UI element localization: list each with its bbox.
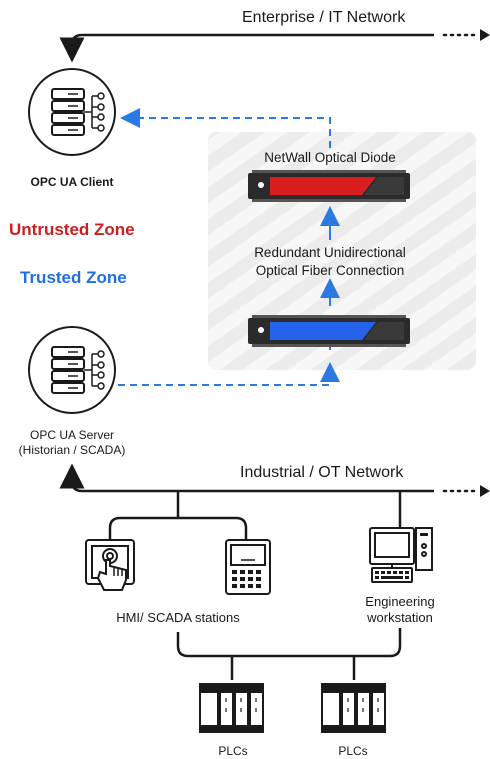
control-panel-icon: [225, 539, 271, 595]
plc-rack-icon: [321, 683, 386, 733]
engineering-sublabel: workstation: [367, 610, 433, 625]
database-network-icon: [28, 326, 116, 414]
ot-branch-lines: [108, 491, 402, 680]
touchscreen-hand-icon: [85, 539, 135, 591]
hmi-label: HMI/ SCADA stations: [116, 610, 240, 625]
trusted-zone-label: Trusted Zone: [20, 268, 127, 287]
engineering-label: Engineering: [365, 594, 435, 609]
plc-left-label: PLCs: [218, 744, 248, 758]
opc-client-label: OPC UA Client: [30, 175, 114, 189]
plc-rack-icon: [199, 683, 264, 733]
industrial-network-label: Industrial / OT Network: [240, 464, 404, 481]
diode-title: NetWall Optical Diode: [264, 150, 396, 165]
database-network-icon: [28, 68, 116, 156]
plc-right-label: PLCs: [338, 744, 368, 758]
diode-connection-line2: Optical Fiber Connection: [255, 263, 405, 278]
diode-connection-line1: Redundant Unidirectional: [254, 245, 406, 260]
desktop-computer-icon: [369, 527, 433, 583]
diode-appliance-red: [248, 170, 410, 202]
diode-appliance-blue: [248, 315, 410, 347]
opc-server-label: OPC UA Server: [29, 428, 115, 442]
enterprise-network-line: [59, 29, 490, 63]
opc-server-sublabel: (Historian / SCADA): [18, 443, 126, 457]
enterprise-network-label: Enterprise / IT Network: [242, 9, 406, 26]
industrial-network-line: [59, 463, 490, 497]
untrusted-zone-label: Untrusted Zone: [9, 220, 135, 239]
